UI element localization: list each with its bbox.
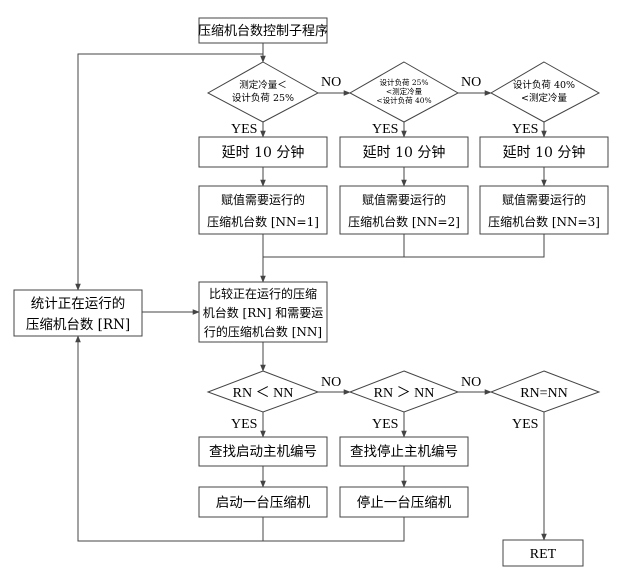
- assign-2-line2: 压缩机台数 [NN=2]: [348, 214, 460, 229]
- delay-box-1: 延时 10 分钟: [198, 136, 328, 168]
- no-label-3: NO: [321, 375, 341, 390]
- stop-one-box: 停止一台压缩机: [339, 486, 469, 518]
- find-start-box: 查找启动主机编号: [198, 436, 328, 467]
- delay-label-2: 延时 10 分钟: [363, 144, 446, 161]
- assign-box-1: 赋值需要运行的 压缩机台数 [NN=1]: [198, 185, 328, 235]
- delay-label-1: 延时 10 分钟: [222, 144, 305, 161]
- no-label-1: NO: [321, 75, 341, 90]
- find-stop-label: 查找停止主机编号: [350, 443, 458, 460]
- connector-lines: [75, 43, 547, 542]
- ret-box: RET: [502, 539, 584, 567]
- compare-line1: 比较正在运行的压缩: [209, 286, 317, 301]
- assign-1-line1: 赋值需要运行的: [221, 192, 305, 207]
- decision-rn-lt-nn: RN ＜ NN: [206, 370, 320, 413]
- decision-load-1-line1: 测定冷量＜: [239, 79, 287, 91]
- assign-3-line2: 压缩机台数 [NN=3]: [488, 214, 600, 229]
- delay-label-3: 延时 10 分钟: [503, 144, 586, 161]
- decision-load-1-line2: 设计负荷 25%: [232, 92, 294, 104]
- decision-load-3-line2: <测定冷量: [521, 92, 567, 104]
- assign-3-line1: 赋值需要运行的: [502, 192, 586, 207]
- start-box: 压缩机台数控制子程序: [198, 17, 328, 44]
- yes-label-1: YES: [231, 122, 257, 137]
- stat-box: 统计正在运行的 压缩机台数 [RN]: [13, 289, 143, 337]
- decision-rn-eq-nn-label: RN=NN: [520, 386, 568, 401]
- compare-line3: 行的压缩机台数 [NN]: [204, 324, 322, 339]
- start-one-label: 启动一台压缩机: [216, 495, 311, 511]
- yes-label-6: YES: [512, 417, 538, 432]
- stat-line1: 统计正在运行的: [31, 296, 126, 312]
- compare-line2: 机台数 [RN] 和需要运: [203, 305, 324, 320]
- yes-label-3: YES: [512, 122, 538, 137]
- decision-load-3: 设计负荷 40% <测定冷量: [489, 61, 601, 123]
- decision-rn-gt-nn: RN ＞ NN: [348, 370, 460, 413]
- assign-box-3: 赋值需要运行的 压缩机台数 [NN=3]: [479, 185, 609, 235]
- decision-load-1: 测定冷量＜ 设计负荷 25%: [206, 61, 320, 123]
- decision-load-2-line1: 设计负荷 25%: [379, 77, 428, 87]
- find-stop-box: 查找停止主机编号: [339, 436, 469, 467]
- no-label-2: NO: [461, 75, 481, 90]
- stop-one-label: 停止一台压缩机: [357, 494, 452, 511]
- delay-box-3: 延时 10 分钟: [479, 136, 609, 168]
- find-start-label: 查找启动主机编号: [209, 444, 317, 460]
- ret-label: RET: [530, 547, 557, 562]
- decision-load-2: 设计负荷 25% <测定冷量 <设计负荷 40%: [348, 61, 460, 123]
- stat-line2: 压缩机台数 [RN]: [26, 317, 130, 333]
- yes-label-4: YES: [231, 417, 257, 432]
- delay-box-2: 延时 10 分钟: [339, 136, 469, 168]
- start-one-box: 启动一台压缩机: [198, 486, 328, 518]
- decision-rn-lt-nn-label: RN ＜ NN: [233, 386, 294, 401]
- decision-load-3-line1: 设计负荷 40%: [513, 79, 575, 91]
- decision-load-2-line2: <测定冷量: [386, 86, 423, 96]
- decision-load-2-line3: <设计负荷 40%: [376, 95, 431, 105]
- decision-rn-eq-nn: RN=NN: [489, 370, 601, 413]
- yes-label-5: YES: [372, 417, 398, 432]
- assign-box-2: 赋值需要运行的 压缩机台数 [NN=2]: [339, 185, 469, 235]
- decision-rn-gt-nn-label: RN ＞ NN: [374, 386, 435, 401]
- no-label-4: NO: [461, 375, 481, 390]
- compare-box: 比较正在运行的压缩 机台数 [RN] 和需要运 行的压缩机台数 [NN]: [198, 281, 328, 343]
- assign-1-line2: 压缩机台数 [NN=1]: [207, 214, 319, 229]
- start-label: 压缩机台数控制子程序: [198, 23, 328, 39]
- assign-2-line1: 赋值需要运行的: [362, 192, 446, 207]
- yes-label-2: YES: [372, 122, 398, 137]
